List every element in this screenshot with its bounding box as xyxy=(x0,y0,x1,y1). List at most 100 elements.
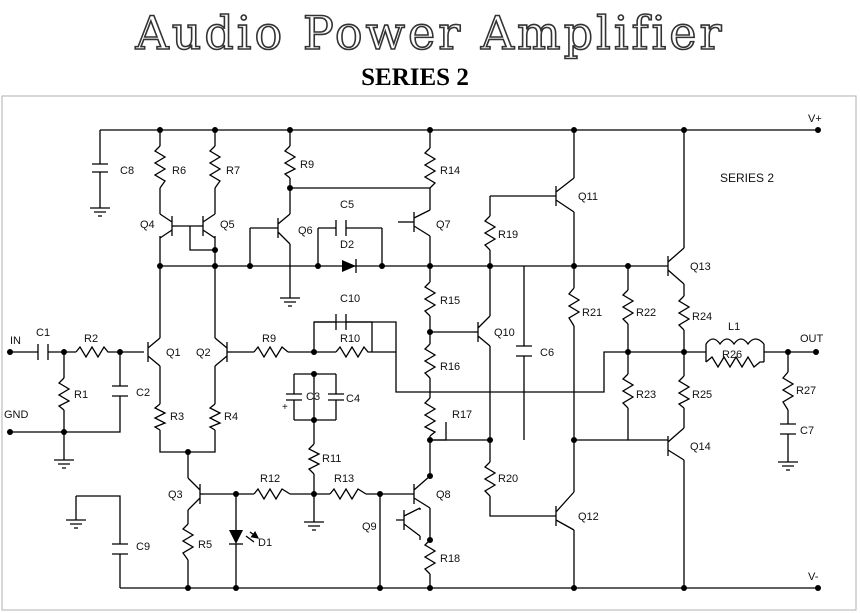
capacitor-c10 xyxy=(335,314,356,330)
label-r20: R20 xyxy=(498,473,518,485)
label-r10: R10 xyxy=(340,333,360,345)
resistor-r14 xyxy=(423,147,437,189)
resistor-r17 xyxy=(423,397,437,437)
label-q5: Q5 xyxy=(220,219,235,231)
capacitor-c2 xyxy=(112,385,128,397)
label-r19: R19 xyxy=(498,229,518,241)
diode-d1 xyxy=(229,530,258,544)
resistor-r18 xyxy=(423,539,437,575)
label-q7: Q7 xyxy=(436,219,451,231)
capacitors: + xyxy=(37,163,796,555)
label-r16: R16 xyxy=(440,361,460,373)
label-c2: C2 xyxy=(136,387,150,399)
resistor-r19 xyxy=(483,215,497,251)
label-r27: R27 xyxy=(796,385,816,397)
resistor-r25 xyxy=(677,375,691,409)
resistor-r22 xyxy=(621,289,635,325)
label-r2: R2 xyxy=(84,333,98,345)
resistor-r23 xyxy=(621,373,635,409)
transistor-q1 xyxy=(147,337,161,367)
label-q8: Q8 xyxy=(436,489,451,501)
resistor-r24 xyxy=(677,295,691,331)
label-c8: C8 xyxy=(120,165,134,177)
transistor-q7 xyxy=(413,209,431,237)
transistor-q4 xyxy=(159,213,178,239)
label-c10: C10 xyxy=(340,293,360,305)
label-q3: Q3 xyxy=(168,489,183,501)
label-q6: Q6 xyxy=(298,225,313,237)
resistor-r10 xyxy=(335,345,372,359)
label-c1: C1 xyxy=(36,327,50,339)
resistor-r1 xyxy=(57,377,71,411)
label-r26: R26 xyxy=(722,349,742,361)
diode-d2 xyxy=(342,259,357,273)
label-r9-signal: R9 xyxy=(262,333,276,345)
label-q14: Q14 xyxy=(690,441,711,453)
capacitor-c4 xyxy=(328,374,344,420)
resistor-r3 xyxy=(153,403,167,431)
label-r14: R14 xyxy=(440,165,460,177)
label-r4: R4 xyxy=(224,411,238,423)
page-subtitle: SERIES 2 xyxy=(361,64,469,91)
transistor-q2 xyxy=(214,337,233,367)
ground-input xyxy=(54,459,74,469)
label-c3: C3 xyxy=(306,391,320,403)
resistor-r11 xyxy=(307,443,321,475)
resistor-r27 xyxy=(781,371,795,411)
label-r21: R21 xyxy=(582,307,602,319)
label-r13: R13 xyxy=(334,473,354,485)
ground-terminal-label: GND xyxy=(4,409,29,421)
label-q13: Q13 xyxy=(690,261,711,273)
label-r22: R22 xyxy=(636,307,656,319)
label-q2: Q2 xyxy=(196,347,211,359)
junction-dots xyxy=(7,127,821,591)
label-c6: C6 xyxy=(540,347,554,359)
ground-q6 xyxy=(280,297,300,307)
ground-c7 xyxy=(778,461,798,471)
label-r3: R3 xyxy=(170,411,184,423)
capacitor-c9 xyxy=(112,543,128,555)
label-q1: Q1 xyxy=(166,347,181,359)
label-r11: R11 xyxy=(322,453,341,465)
label-q11: Q11 xyxy=(578,191,598,203)
capacitor-c8 xyxy=(92,163,108,173)
label-r1: R1 xyxy=(74,389,88,401)
series-label: SERIES 2 xyxy=(720,171,774,185)
resistor-r13 xyxy=(329,487,367,501)
capacitor-c3 xyxy=(286,374,302,420)
wiring xyxy=(10,129,818,589)
transistor-q11 xyxy=(555,177,575,213)
inductor-l1 xyxy=(705,338,765,346)
resistor-r9 xyxy=(283,145,297,179)
label-c7: C7 xyxy=(800,425,814,437)
transistor-q14 xyxy=(628,427,685,461)
label-c5: C5 xyxy=(340,199,354,211)
resistor-r4 xyxy=(208,403,222,431)
label-q10: Q10 xyxy=(494,327,515,339)
label-r18: R18 xyxy=(440,553,460,565)
schematic-border xyxy=(1,95,857,611)
c3-polarity-mark: + xyxy=(282,402,288,413)
ground-symbols xyxy=(54,207,798,531)
label-l1: L1 xyxy=(728,321,740,333)
label-r12: R12 xyxy=(260,473,280,485)
label-r6: R6 xyxy=(172,165,186,177)
resistor-r16 xyxy=(423,343,437,379)
transistor-q8 xyxy=(413,475,431,509)
label-q12: Q12 xyxy=(578,511,599,523)
resistor-r12 xyxy=(253,487,291,501)
resistor-r5 xyxy=(181,523,195,561)
capacitor-c7 xyxy=(780,423,796,435)
label-d2: D2 xyxy=(340,239,354,251)
capacitor-c6 xyxy=(516,345,532,357)
transistor-q5 xyxy=(198,213,216,239)
transistor-q13 xyxy=(667,247,685,285)
resistor-r21 xyxy=(567,287,581,327)
transistor-q10 xyxy=(474,315,491,347)
capacitor-c1 xyxy=(37,344,49,360)
label-r24: R24 xyxy=(692,311,712,323)
label-r23: R23 xyxy=(636,389,656,401)
rail-negative-label: V- xyxy=(808,571,819,583)
input-terminal-label: IN xyxy=(10,335,21,347)
